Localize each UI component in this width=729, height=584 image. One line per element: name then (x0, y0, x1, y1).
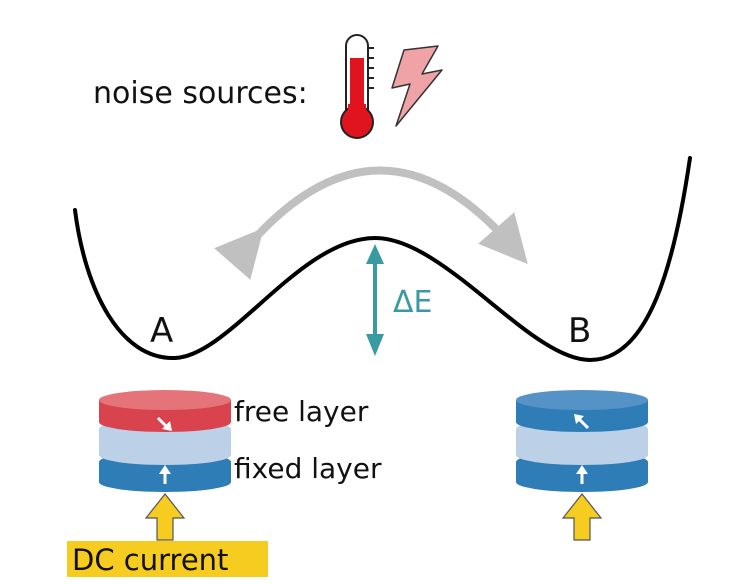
mtj-stack-b (516, 390, 648, 541)
fixed-layer-magnetization-arrow (576, 465, 588, 484)
free-layer-magnetization-arrow (156, 416, 172, 431)
mtj-stack-a (99, 390, 231, 541)
energy-barrier-arrow (366, 244, 384, 356)
fixed-layer-label: fixed layer (234, 452, 382, 485)
dc-current-arrow-b (561, 493, 603, 541)
energy-barrier-label: ΔE (393, 285, 432, 320)
dc-current-label: DC current (72, 543, 228, 577)
lightning-bolt-icon (391, 45, 443, 127)
fixed-layer-magnetization-arrow (159, 465, 171, 484)
free-layer-magnetization-arrow (574, 414, 590, 430)
dc-current-arrow-a (144, 493, 186, 541)
double-well-energy-curve (73, 156, 692, 363)
noise-sources-label: noise sources: (93, 76, 308, 111)
dc-current-highlight (67, 541, 268, 577)
thermal-hop-arrow (214, 166, 528, 280)
state-b-label: B (568, 311, 591, 351)
free-layer-label: free layer (234, 395, 369, 428)
thermometer-icon (340, 34, 374, 139)
state-a-label: A (150, 311, 173, 351)
